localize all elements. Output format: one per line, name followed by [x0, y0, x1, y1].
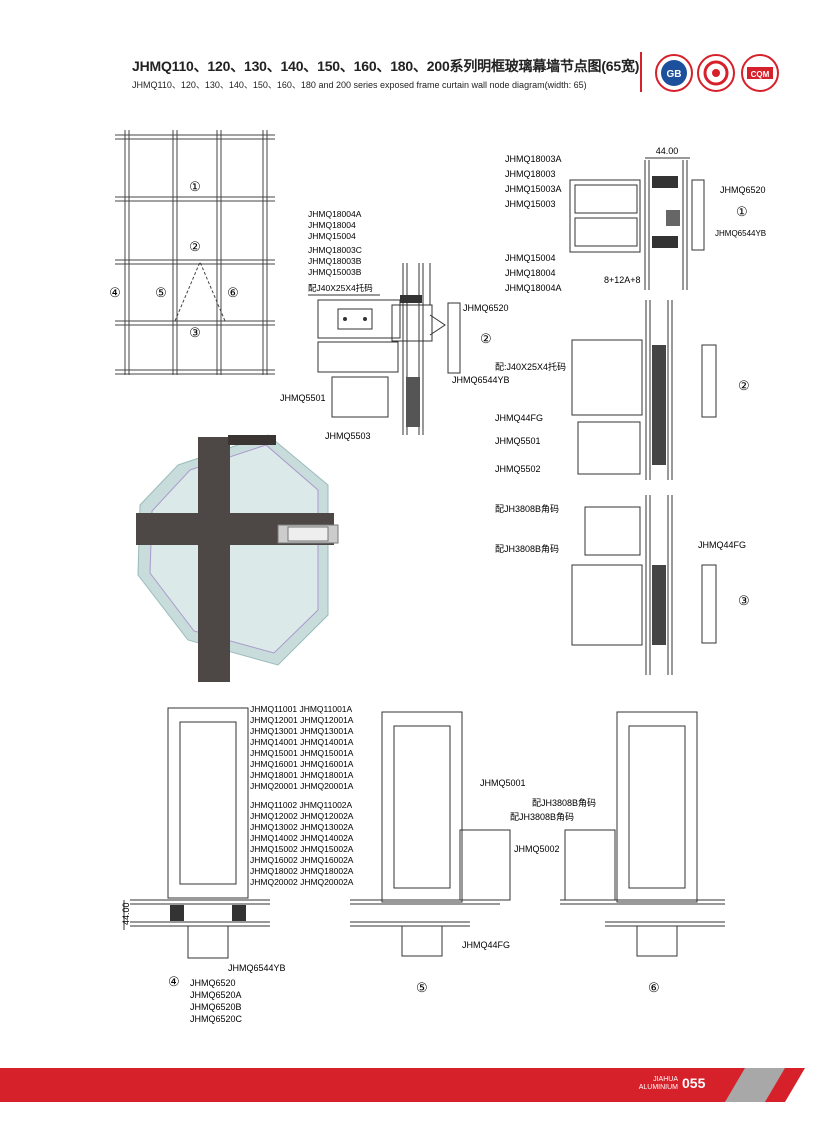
label-jhmq15004: JHMQ15004: [505, 253, 556, 263]
label-mullion-2: JHMQ12001 JHMQ12001A: [250, 715, 354, 725]
node-4-section: 44.00 JHMQ11001 JHMQ11001A JHMQ12001 JHM…: [121, 704, 354, 1024]
svg-text:CQM: CQM: [751, 70, 770, 79]
marker-4: ④: [109, 285, 121, 300]
node-4-dimension: 44.00: [121, 902, 131, 925]
marker-node-4: ④: [168, 974, 180, 989]
page-subtitle: JHMQ110、120、130、140、150、160、180 and 200 …: [132, 80, 587, 90]
label-jhmq5501: JHMQ5501: [495, 436, 541, 446]
label-jhmq6520b: JHMQ6520B: [190, 1002, 242, 1012]
marker-1: ①: [189, 179, 201, 194]
svg-text:GB: GB: [667, 69, 682, 80]
label-mullion-13: JHMQ15002 JHMQ15002A: [250, 844, 354, 854]
label-mullion-12: JHMQ14002 JHMQ14002A: [250, 833, 354, 843]
node-1-dimension: 44.00: [656, 146, 679, 156]
label-jhmq15003a: JHMQ15003A: [505, 184, 562, 194]
label-jhmq18003a: JHMQ18003A: [505, 154, 562, 164]
label-mullion-15: JHMQ18002 JHMQ18002A: [250, 866, 354, 876]
label-jhmq6520c: JHMQ6520C: [190, 1014, 243, 1024]
node-1-section: 44.00 JHMQ18003A JHMQ18003 JHMQ15003A JH…: [505, 146, 766, 293]
label-jhmq44fg: JHMQ44FG: [698, 540, 746, 550]
node-6-section: ⑥: [560, 711, 725, 995]
marker-node-3: ③: [738, 593, 750, 608]
label-corner-bracket-bottom: 配JH3808B角码: [495, 543, 559, 554]
label-jhmq18004a: JHMQ18004A: [505, 283, 562, 293]
label-jhmq6520a: JHMQ6520A: [190, 990, 242, 1000]
label-bracket: 配:J40X25X4托码: [495, 361, 566, 372]
label-corner-bracket-top: 配JH3808B角码: [495, 503, 559, 514]
label-jhmq5001: JHMQ5001: [480, 778, 526, 788]
node-5-section: JHMQ5001 配JH3808B角码 配JH3808B角码 JHMQ5002 …: [350, 711, 596, 995]
label-jhmq15003: JHMQ15003: [505, 199, 556, 209]
label-jhmq5002: JHMQ5002: [514, 844, 560, 854]
label-mullion-4: JHMQ14001 JHMQ14001A: [250, 737, 354, 747]
marker-5: ⑤: [155, 285, 167, 300]
label-jhmq18004: JHMQ18004: [505, 268, 556, 278]
marker-2: ②: [189, 239, 201, 254]
node-2-left-section: JHMQ18004A JHMQ18004 JHMQ15004 JHMQ18003…: [280, 209, 510, 441]
label-mullion-7: JHMQ18001 JHMQ18001A: [250, 770, 354, 780]
label-corner-bracket-bottom: 配JH3808B角码: [510, 811, 574, 822]
header-divider: [640, 52, 642, 92]
label-jhmq5503: JHMQ5503: [325, 431, 371, 441]
certification-seal-icon: [697, 54, 735, 92]
gb-logo-icon: GB: [655, 54, 693, 92]
label-mullion-1: JHMQ11001 JHMQ11001A: [250, 704, 353, 714]
label-mullion-8: JHMQ20001 JHMQ20001A: [250, 781, 354, 791]
marker-node-1: ①: [736, 204, 748, 219]
label-jhmq18004a: JHMQ18004A: [308, 209, 362, 219]
label-jhmq6544yb: JHMQ6544YB: [452, 375, 510, 385]
label-mullion-10: JHMQ12002 JHMQ12002A: [250, 811, 354, 821]
label-bracket: 配J40X25X4托码: [308, 283, 373, 293]
brand-name: JIAHUA ALUMINIUM: [638, 1076, 678, 1091]
label-mullion-11: JHMQ13002 JHMQ13002A: [250, 822, 354, 832]
curtain-wall-3d-illustration: [136, 434, 339, 682]
label-mullion-5: JHMQ15001 JHMQ15001A: [250, 748, 354, 758]
label-jhmq15004: JHMQ15004: [308, 231, 356, 241]
label-mullion-9: JHMQ11002 JHMQ11002A: [250, 800, 353, 810]
marker-3: ③: [189, 325, 201, 340]
cqm-logo-icon: CQM: [741, 54, 779, 92]
grid-elevation-diagram: ① ② ③ ④ ⑤ ⑥: [109, 130, 275, 375]
label-mullion-6: JHMQ16001 JHMQ16001A: [250, 759, 354, 769]
label-jhmq6520: JHMQ6520: [190, 978, 236, 988]
marker-6: ⑥: [227, 285, 239, 300]
label-jhmq18003c: JHMQ18003C: [308, 245, 362, 255]
label-jhmq44fg: JHMQ44FG: [462, 940, 510, 950]
label-jhmq44fg: JHMQ44FG: [495, 413, 543, 423]
page-number: 055: [682, 1075, 706, 1091]
node-1-glass-spec: 8+12A+8: [604, 275, 641, 285]
label-jhmq5501: JHMQ5501: [280, 393, 326, 403]
marker-node-5: ⑤: [416, 980, 428, 995]
label-jhmq18003b: JHMQ18003B: [308, 256, 362, 266]
node-3-section: 配JH3808B角码 配JH3808B角码 JHMQ44FG ③: [495, 495, 750, 675]
label-mullion-14: JHMQ16002 JHMQ16002A: [250, 855, 354, 865]
marker-node-2-right: ②: [738, 378, 750, 393]
page-title: JHMQ110、120、130、140、150、160、180、200系列明框玻…: [132, 58, 640, 74]
label-jhmq15003b: JHMQ15003B: [308, 267, 362, 277]
label-jhmq18004: JHMQ18004: [308, 220, 356, 230]
mullion-label-list: JHMQ11001 JHMQ11001A JHMQ12001 JHMQ12001…: [250, 704, 354, 887]
label-jhmq6520: JHMQ6520: [463, 303, 509, 313]
label-mullion-16: JHMQ20002 JHMQ20002A: [250, 877, 354, 887]
label-corner-bracket-top: 配JH3808B角码: [532, 797, 596, 808]
marker-node-6: ⑥: [648, 980, 660, 995]
label-jhmq6520: JHMQ6520: [720, 185, 766, 195]
footer-band: [0, 1068, 805, 1102]
label-jhmq5502: JHMQ5502: [495, 464, 541, 474]
label-jhmq18003: JHMQ18003: [505, 169, 556, 179]
label-mullion-3: JHMQ13001 JHMQ13001A: [250, 726, 354, 736]
marker-node-2-left: ②: [480, 331, 492, 346]
node-2-right-section: 配:J40X25X4托码 JHMQ44FG JHMQ5501 JHMQ5502 …: [495, 300, 750, 480]
label-jhmq6544yb: JHMQ6544YB: [715, 229, 766, 238]
label-jhmq6544yb: JHMQ6544YB: [228, 963, 286, 973]
